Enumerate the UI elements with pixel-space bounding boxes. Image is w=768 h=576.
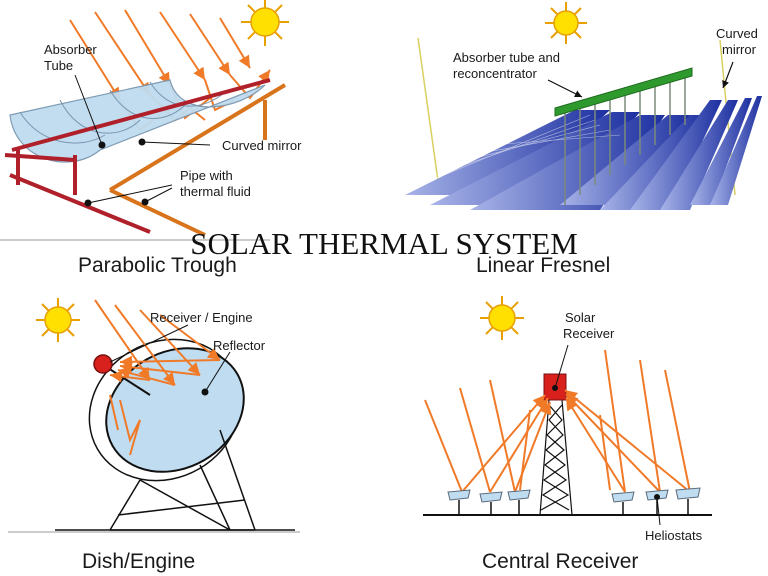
dish-engine-panel: Receiver / Engine Reflector Dish/Engine (36, 298, 295, 573)
curved-mirror-label: Curved mirror (222, 138, 302, 153)
panel-dividers (0, 239, 300, 533)
absorber-tube-label-2: Tube (44, 58, 73, 73)
pipe-label-1: Pipe with (180, 168, 233, 183)
central-receiver-panel: Solar Receiver Heliostats Central Receiv… (423, 296, 712, 573)
absorber-tube-bar (554, 67, 693, 117)
absorber-tube-label-1: Absorber (44, 42, 97, 57)
fresnel-mirror-rows (405, 96, 762, 210)
mirror-segment-lines (419, 114, 621, 186)
page-title: SOLAR THERMAL SYSTEM (190, 226, 578, 261)
absorber-support-poles (564, 78, 686, 205)
absorber-tube-reconcentrator-label-2: reconcentrator (453, 66, 537, 81)
label-leaders (547, 61, 734, 98)
thermal-fluid-pipe (108, 83, 287, 237)
pipe-label-2: thermal fluid (180, 184, 251, 199)
sun-icon (36, 298, 80, 342)
receiver-tower (539, 399, 573, 516)
red-support-frame (4, 78, 271, 234)
receiver-engine-label: Receiver / Engine (150, 310, 253, 325)
sun-rays (94, 299, 221, 456)
sun-icon (545, 2, 587, 44)
solar-receiver-label-2: Receiver (563, 326, 615, 341)
parabolic-trough-caption: Parabolic Trough (78, 254, 237, 277)
curved-mirror-label-2: mirror (722, 42, 757, 57)
curved-mirror-label-1: Curved (716, 26, 758, 41)
sun-icon (241, 0, 289, 46)
dish-engine-caption: Dish/Engine (82, 550, 195, 573)
absorber-tube-reconcentrator-label-1: Absorber tube and (453, 50, 560, 65)
parabolic-trough-panel: Absorber Tube Curved mirror Pipe with th… (4, 0, 302, 277)
sun-rays (424, 349, 691, 493)
heliostats-label: Heliostats (645, 528, 703, 543)
linear-fresnel-panel: Absorber tube and reconcentrator Curved … (405, 2, 762, 277)
label-leaders (74, 74, 211, 207)
label-leaders (552, 344, 661, 526)
heliostats (447, 487, 701, 515)
sun-icon (480, 296, 524, 340)
linear-fresnel-caption: Linear Fresnel (476, 254, 610, 277)
reflector-label: Reflector (213, 338, 266, 353)
solar-receiver-label-1: Solar (565, 310, 596, 325)
label-leaders (109, 324, 231, 396)
dish-support-stand (55, 429, 295, 531)
central-receiver-caption: Central Receiver (482, 550, 638, 573)
